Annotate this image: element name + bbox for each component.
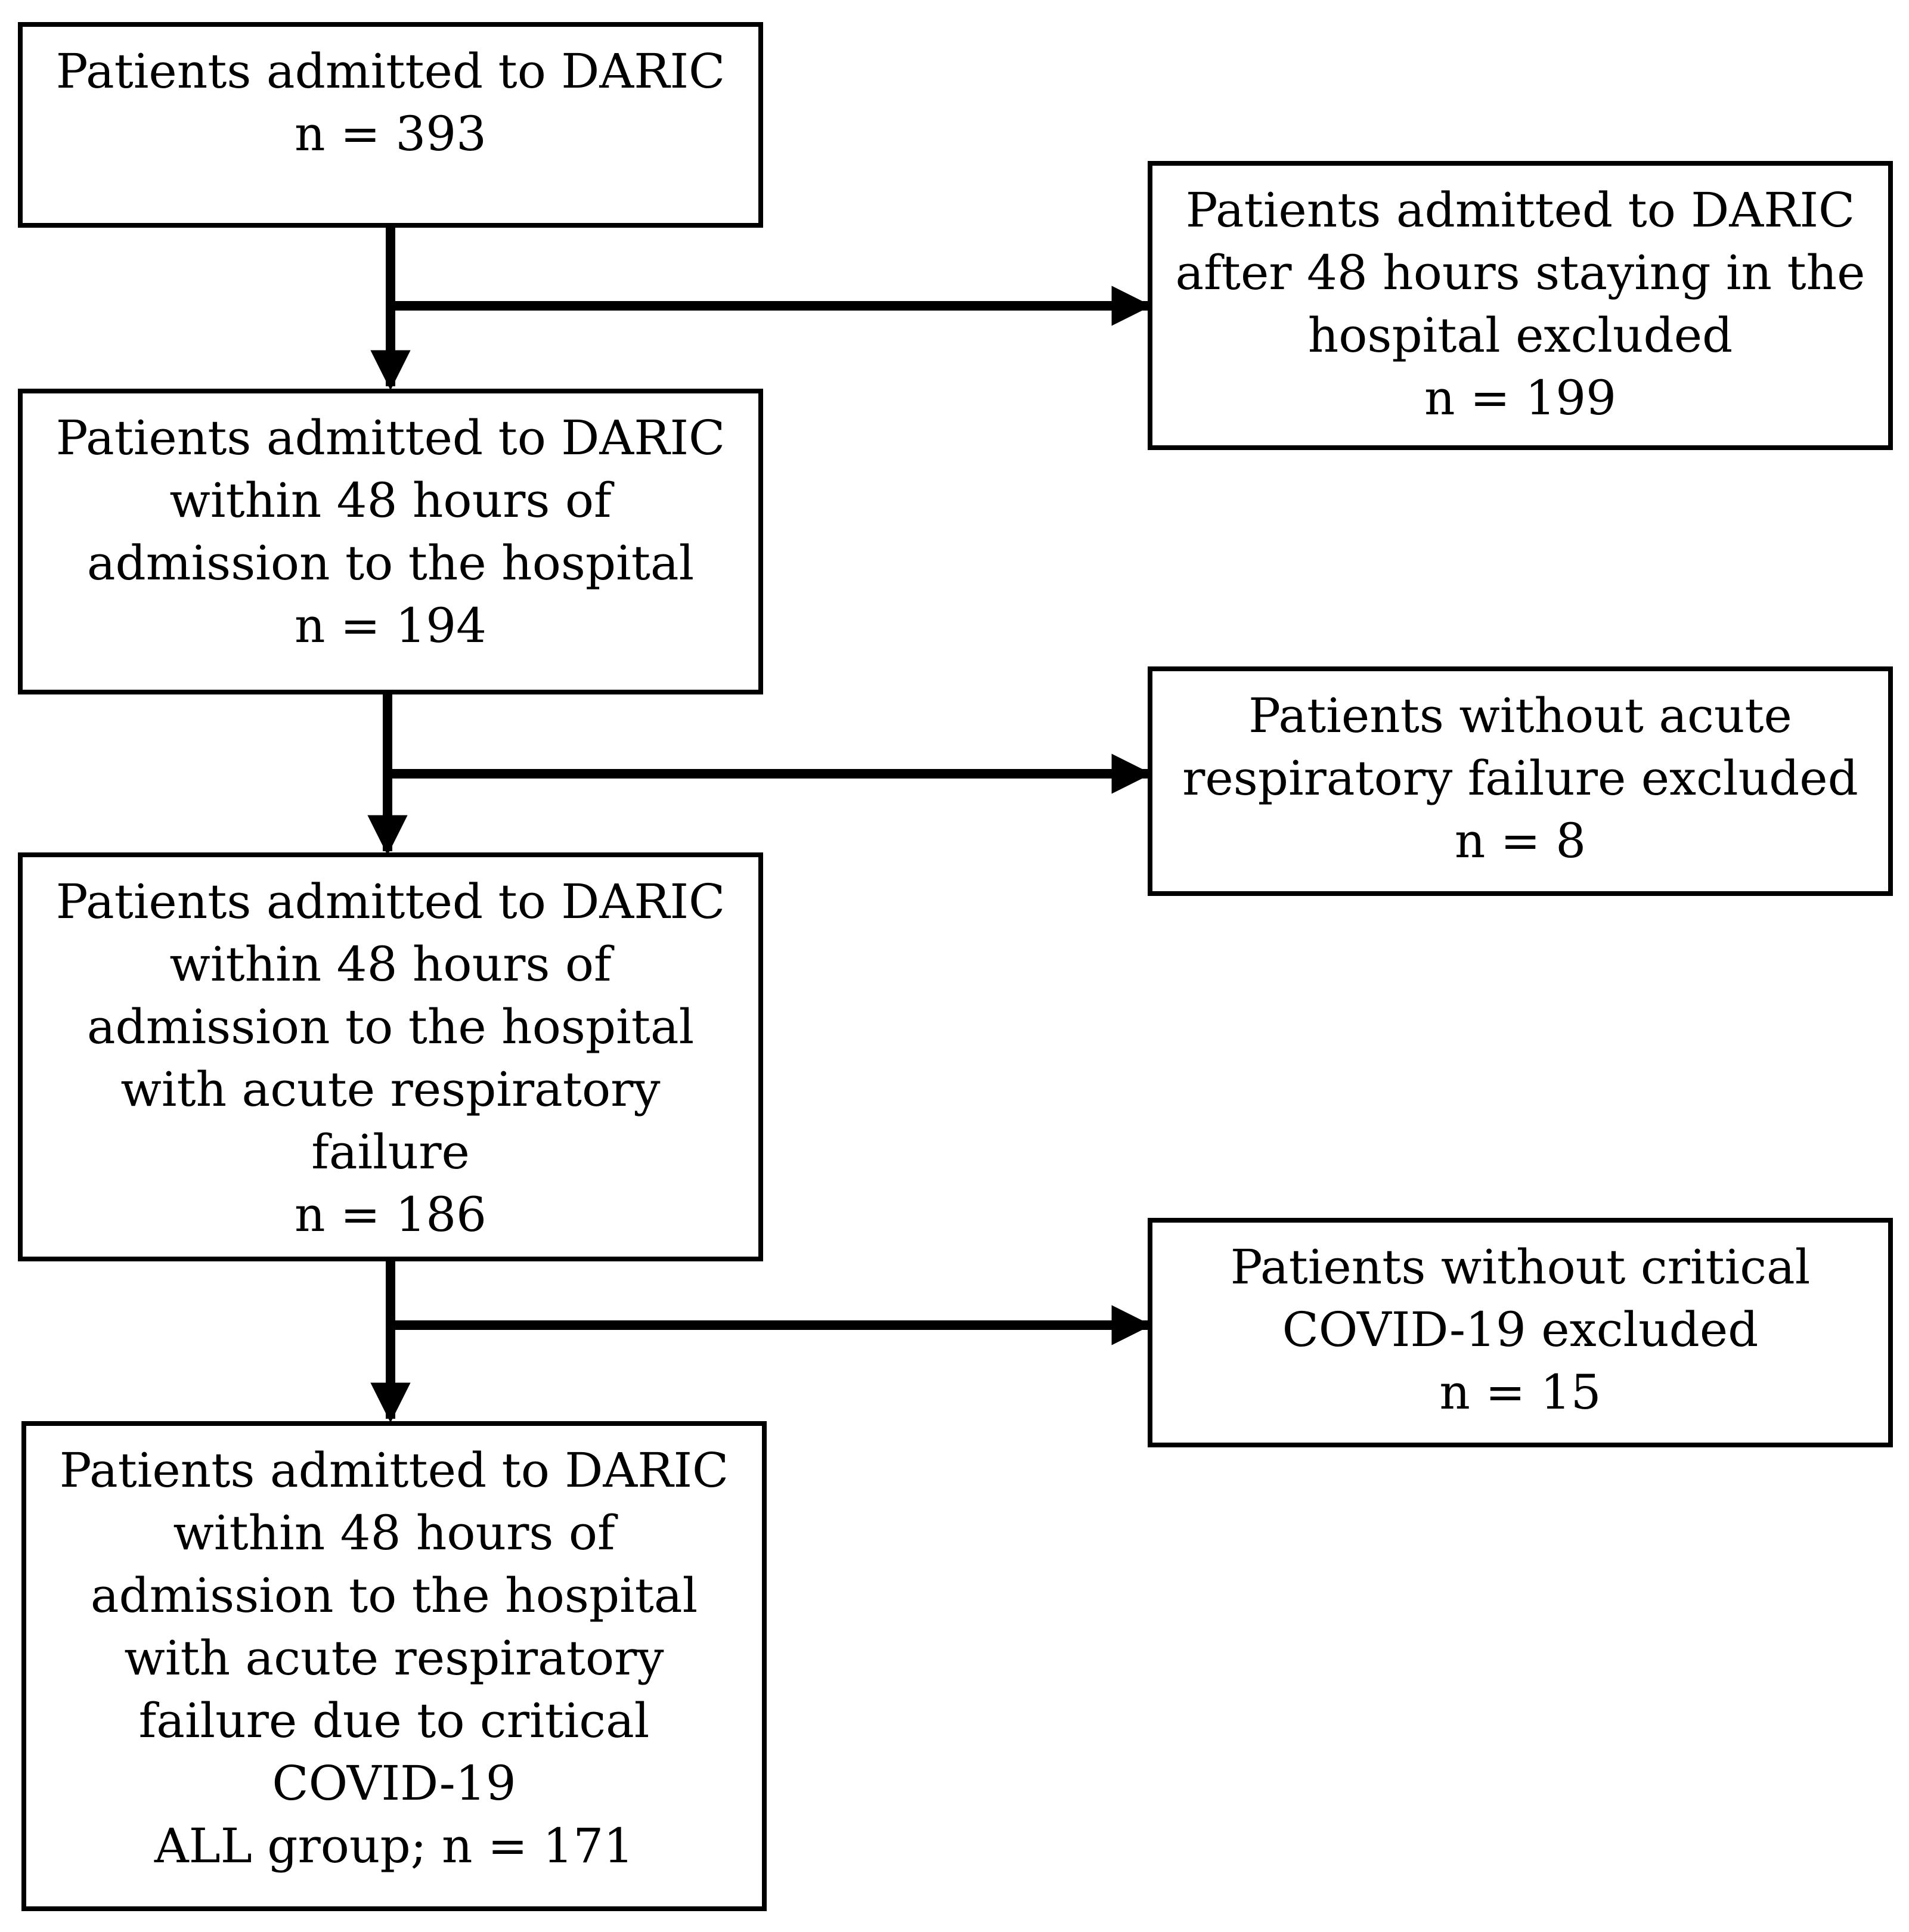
box-excluded-without-acute-failure: Patients without acute respiratory failu… — [1148, 666, 1893, 896]
box-line: Patients admitted to DARIC — [55, 410, 726, 466]
box-line: within 48 hours of — [173, 1505, 615, 1561]
box-line: COVID-19 — [272, 1756, 516, 1811]
box-excluded-without-critical-covid: Patients without critical COVID-19 exclu… — [1148, 1218, 1893, 1447]
box-line: after 48 hours staying in the — [1175, 245, 1865, 300]
box-line: n = 186 — [294, 1187, 487, 1242]
box-line: n = 194 — [294, 598, 487, 653]
box-line: n = 393 — [294, 106, 487, 162]
box-line: Patients admitted to DARIC — [59, 1443, 729, 1498]
box-line: Patients admitted to DARIC — [1185, 182, 1855, 238]
box-line: admission to the hospital — [86, 535, 695, 591]
box-excluded-after-48h: Patients admitted to DARIC after 48 hour… — [1148, 161, 1893, 450]
box-admitted-within-48h: Patients admitted to DARIC within 48 hou… — [18, 389, 763, 694]
box-line: respiratory failure excluded — [1182, 751, 1858, 806]
box-all-group: Patients admitted to DARIC within 48 hou… — [21, 1421, 767, 1911]
box-line: admission to the hospital — [90, 1568, 698, 1623]
box-line: failure due to critical — [138, 1693, 650, 1748]
box-line: failure — [311, 1124, 470, 1180]
box-line: n = 15 — [1439, 1365, 1601, 1420]
box-line: Patients without acute — [1248, 688, 1792, 743]
box-line: COVID-19 excluded — [1282, 1302, 1759, 1357]
box-line: hospital excluded — [1307, 308, 1733, 363]
box-line: n = 8 — [1454, 813, 1586, 869]
box-line: admission to the hospital — [86, 999, 695, 1055]
box-line: Patients admitted to DARIC — [55, 44, 726, 99]
box-line: ALL group; n = 171 — [154, 1818, 634, 1874]
box-line: Patients admitted to DARIC — [55, 874, 726, 929]
box-line: within 48 hours of — [169, 936, 612, 992]
box-patients-admitted: Patients admitted to DARIC n = 393 — [18, 22, 763, 228]
box-line: within 48 hours of — [169, 473, 612, 528]
box-line: with acute respiratory — [124, 1630, 664, 1686]
box-line: Patients without critical — [1230, 1239, 1811, 1295]
box-with-acute-respiratory-failure: Patients admitted to DARIC within 48 hou… — [18, 852, 763, 1261]
box-line: n = 199 — [1424, 370, 1617, 426]
box-line: with acute respiratory — [120, 1062, 661, 1117]
